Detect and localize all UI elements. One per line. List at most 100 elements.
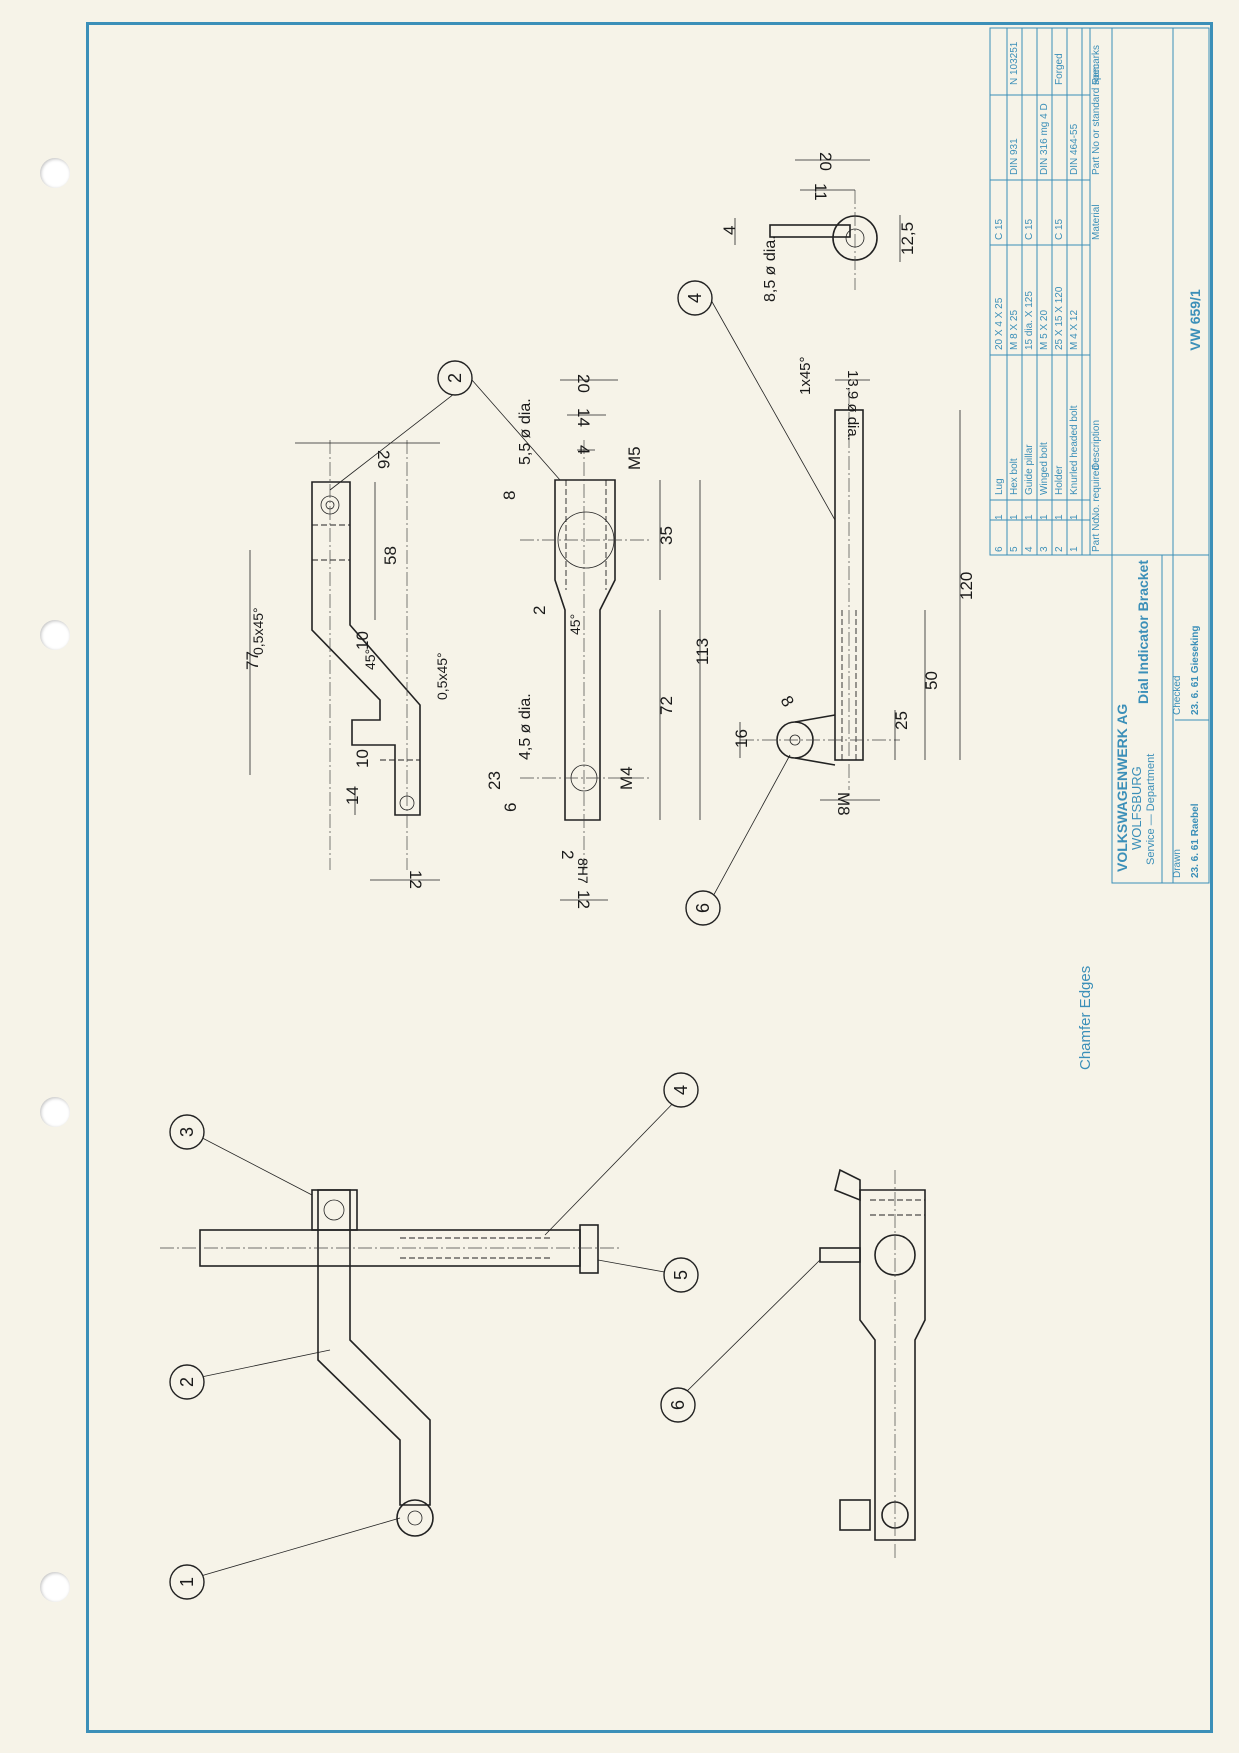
dim-12: 12 (406, 870, 425, 889)
dim-11: 11 (811, 183, 830, 201)
parts-cell-mat: C 15 (1024, 218, 1035, 240)
dim-2: 2 (530, 606, 549, 615)
header-remarks: Remarks (1091, 45, 1102, 85)
callouts: 2 4 6 3 4 5 2 6 1 (169, 280, 836, 1600)
dim-14-top: 14 (574, 408, 593, 427)
parts-cell-part: 3 (1039, 546, 1050, 552)
department: Service — Department (1145, 754, 1157, 865)
lug-view: 20 11 4 12,5 8,5 ø dia. (720, 152, 917, 302)
callout-bubble-2: 2 (169, 1364, 205, 1400)
header-no-required: No. required (1091, 465, 1102, 520)
dim-12-top: 12 (574, 890, 593, 909)
dim-chamfer-lower: 0,5x45° (434, 652, 450, 700)
callout-number: 2 (445, 373, 465, 383)
parts-cell-qty: 1 (1009, 514, 1020, 520)
company-city: WOLFSBURG (1129, 766, 1144, 850)
parts-cell-std: DIN 931 (1009, 138, 1020, 175)
dim-4-5-dia: 4,5 ø dia. (517, 693, 534, 760)
assembly-view-1 (160, 1189, 620, 1537)
punch-hole-middle (40, 620, 70, 650)
dim-25: 25 (892, 711, 911, 730)
pillar-view: 120 50 25 16 8 M8 1x45° 13,9 ø dia. (732, 356, 976, 815)
punch-hole-lower (40, 1097, 70, 1127)
holder-side-view: 77 58 26 14 12 10 10 45° 0,5x45° 0,5x45° (243, 440, 450, 889)
parts-cell-rem: Forged (1054, 53, 1065, 85)
holder-top-view: 20 14 4 M5 8 35 113 72 23 6 M4 2 2 12 8H… (485, 374, 712, 909)
dim-m5: M5 (625, 446, 644, 470)
dim-13-9-dia: 13,9 ø dia. (844, 370, 861, 441)
dim-113: 113 (693, 638, 712, 665)
parts-cell-qty: 1 (994, 514, 1005, 520)
parts-cell-std: DIN 464-55 (1069, 123, 1080, 175)
dim-14: 14 (343, 786, 362, 805)
dim-72: 72 (657, 696, 676, 715)
parts-cell-part: 6 (994, 546, 1005, 552)
drawn-value: 23. 6. 61 Raebel (1190, 803, 1201, 878)
callout-number: 6 (668, 1400, 688, 1410)
callout-bubble-1: 1 (169, 1564, 205, 1600)
drawn-label: Drawn (1172, 849, 1183, 878)
parts-cell-size: 25 X 15 X 120 (1054, 286, 1065, 350)
dim-5-5-dia: 5,5 ø dia. (517, 398, 534, 465)
dim-20: 20 (574, 374, 593, 393)
parts-cell-size: M 5 X 20 (1039, 310, 1050, 350)
callout-number: 2 (177, 1377, 197, 1387)
parts-cell-part: 1 (1069, 546, 1080, 552)
parts-cell-part: 2 (1054, 546, 1065, 552)
dim-10-upper: 10 (353, 631, 372, 650)
dim-4: 4 (574, 445, 593, 454)
parts-cell-desc: Holder (1054, 465, 1065, 495)
dim-10-lower: 10 (353, 749, 372, 768)
parts-cell-size: 20 X 4 X 25 (994, 297, 1005, 350)
dim-4-lug: 4 (720, 226, 739, 235)
dim-16: 16 (732, 729, 751, 748)
dim-6: 6 (501, 803, 520, 812)
assembly-view-2 (819, 1168, 926, 1560)
parts-cell-std: DIN 316 mg 4 D (1039, 103, 1050, 175)
parts-cell-desc: Winged bolt (1039, 442, 1050, 495)
callout-number: 1 (177, 1577, 197, 1587)
checked-value: 23. 6. 61 Gieseking (1190, 626, 1201, 716)
header-part-no: Part No. (1091, 515, 1102, 552)
dim-35: 35 (657, 526, 676, 545)
dim-m8: M8 (834, 792, 853, 816)
company-name: VOLKSWAGENWERK AG (1114, 704, 1130, 872)
parts-cell-qty: 1 (1069, 514, 1080, 520)
punch-hole-bottom (40, 1572, 70, 1602)
header-part-no-std: Part No or standard spec. (1091, 61, 1102, 175)
chamfer-note: Chamfer Edges (1077, 966, 1094, 1070)
parts-cell-desc: Knurled headed bolt (1069, 405, 1080, 495)
parts-cell-part: 4 (1024, 546, 1035, 552)
title-block: Dial Indicator Bracket VW 659/1 VOLKSWAG… (1111, 27, 1210, 884)
parts-cell-qty: 1 (1039, 514, 1050, 520)
parts-cell-desc: Guide pillar (1024, 444, 1035, 495)
parts-cell-size: M 8 X 25 (1009, 310, 1020, 350)
drawing-title: Dial Indicator Bracket (1135, 560, 1151, 704)
dim-8: 8 (500, 491, 519, 500)
callout-bubble-3: 3 (169, 1114, 205, 1150)
dim-chamfer-upper: 0,5x45° (250, 607, 266, 655)
parts-cell-part: 5 (1009, 546, 1020, 552)
callout-number: 4 (685, 293, 705, 303)
dim-23: 23 (485, 771, 504, 790)
checked-label: Checked (1172, 676, 1183, 715)
parts-cell-rem: N 103251 (1009, 41, 1020, 85)
dim-45deg: 45° (362, 649, 378, 670)
dim-50: 50 (922, 671, 941, 690)
callout-bubble-5: 5 (663, 1257, 699, 1293)
callout-bubble-4: 4 (677, 280, 713, 316)
callout-number: 6 (693, 903, 713, 913)
dim-8h7: 8H7 (575, 858, 591, 884)
header-material: Material (1091, 204, 1102, 240)
dim-120: 120 (957, 572, 976, 600)
dim-20-lug: 20 (816, 152, 835, 171)
drawing-number: VW 659/1 (1187, 289, 1203, 351)
drawing-frame (86, 22, 1213, 1733)
parts-cell-mat: C 15 (1054, 218, 1065, 240)
